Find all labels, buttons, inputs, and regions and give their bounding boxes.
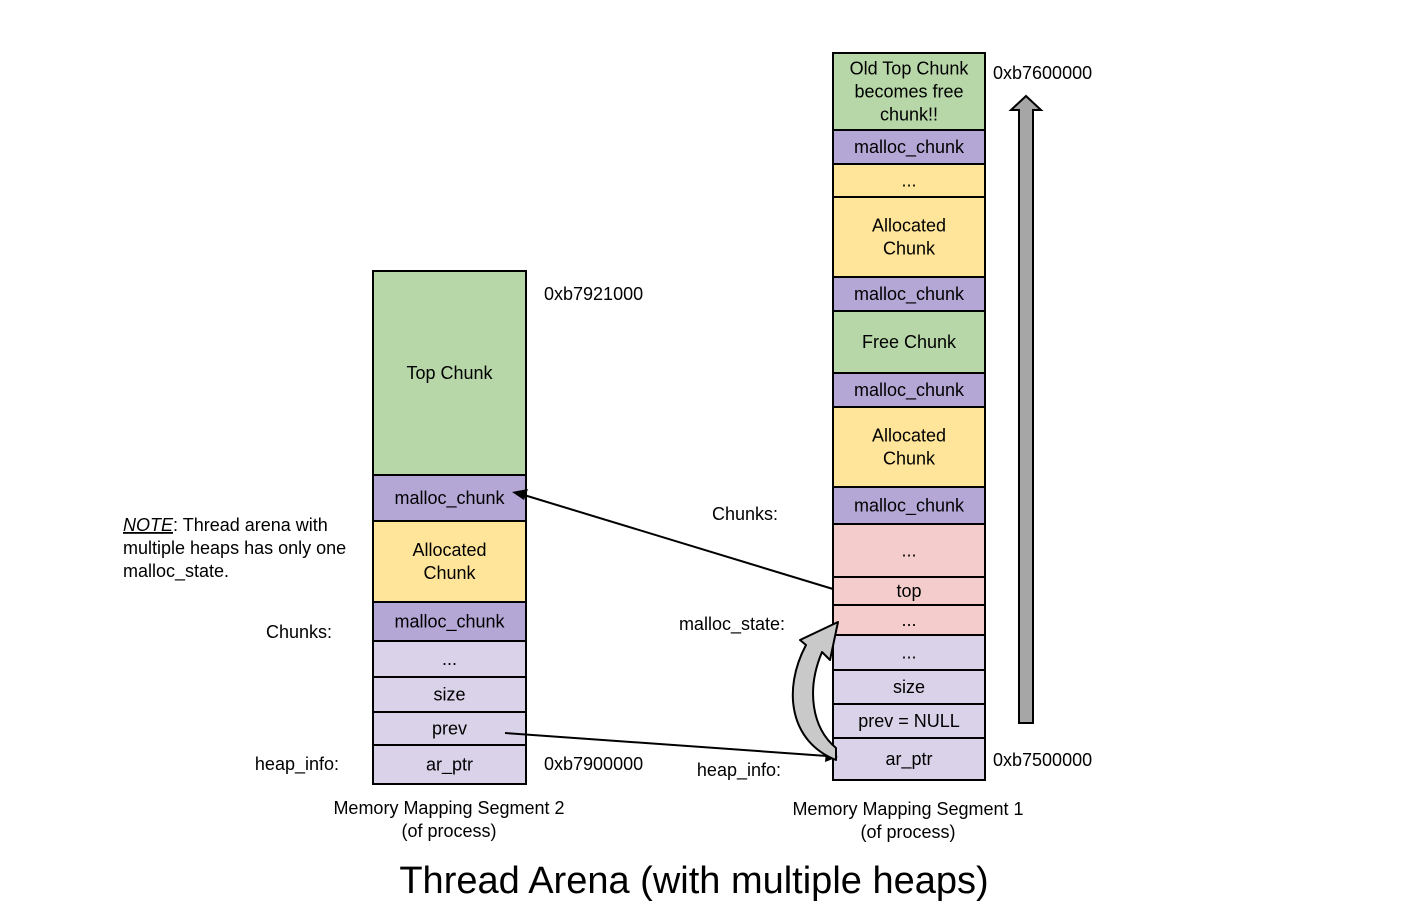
- seg1-cell-dots: [832, 604, 986, 636]
- seg1-cell-allocated-chunk: [832, 406, 986, 488]
- svg-text:NOTE: Thread arena with: NOTE: Thread arena with: [123, 515, 328, 535]
- seg2-cell-ar-ptr: [372, 744, 527, 785]
- seg1-cell-free-chunk: [832, 310, 986, 374]
- cell-label: malloc_chunk: [394, 488, 505, 509]
- cell-label: Chunk: [423, 563, 476, 583]
- note-line-1: : Thread arena with: [173, 515, 328, 535]
- segment-1-top-address: 0xb7600000: [993, 63, 1092, 83]
- segment-2-caption-line-2: (of process): [401, 821, 496, 841]
- cell-label: prev = NULL: [858, 711, 960, 731]
- cell-label: size: [893, 677, 925, 697]
- cell-label: ...: [901, 643, 916, 663]
- cell-label: ar_ptr: [426, 755, 473, 776]
- seg1-cell-malloc-chunk: [832, 486, 986, 525]
- seg2-cell-malloc-chunk: [372, 474, 527, 522]
- cell-label: ...: [442, 649, 457, 669]
- segment-2-heap-info-label: heap_info:: [255, 754, 339, 775]
- seg1-cell-dots: [832, 163, 986, 198]
- ar-ptr-curved-arrow: [791, 621, 839, 761]
- cell-label: becomes free: [854, 82, 963, 102]
- seg1-cell-dots: [832, 634, 986, 671]
- seg2-cell-top-chunk: [372, 270, 527, 476]
- cell-label: malloc_chunk: [854, 496, 965, 517]
- cell-label: ...: [901, 610, 916, 630]
- note-text: NOTE: Thread arena with multiple heaps h…: [123, 515, 346, 582]
- segment-1-malloc-state-label: malloc_state:: [679, 614, 785, 635]
- segment-1-caption-line-1: Memory Mapping Segment 1: [792, 799, 1023, 819]
- cell-label: Allocated: [872, 216, 946, 236]
- top-pointer-arrow: [512, 489, 834, 590]
- cell-label: Chunk: [883, 449, 936, 469]
- note-line-2: multiple heaps has only one: [123, 538, 346, 558]
- segment-1-heap-info-label: heap_info:: [697, 760, 781, 781]
- segment-2-caption-line-1: Memory Mapping Segment 2: [333, 798, 564, 818]
- segment-1-chunks-label: Chunks:: [712, 504, 778, 524]
- cell-label: Free Chunk: [862, 332, 957, 352]
- cell-label: malloc_chunk: [854, 137, 965, 158]
- seg2-cell-allocated-chunk: [372, 520, 527, 603]
- seg1-cell-malloc-chunk: [832, 276, 986, 312]
- cell-label: malloc_chunk: [394, 612, 505, 633]
- seg1-cell-top: [832, 576, 986, 606]
- segment-2-column: Top Chunkmalloc_chunkAllocatedChunkmallo…: [372, 270, 527, 785]
- cell-label: Top Chunk: [406, 363, 493, 383]
- cell-label: malloc_chunk: [854, 380, 965, 401]
- note-line-3: malloc_state.: [123, 561, 229, 582]
- cell-label: ...: [901, 541, 916, 561]
- segment-2-chunks-label: Chunks:: [266, 622, 332, 642]
- cell-label: prev: [432, 719, 467, 739]
- cell-label: top: [896, 581, 921, 601]
- seg2-cell-prev: [372, 711, 527, 746]
- seg1-cell-old-top-chunk-becomes-free-chunk: [832, 52, 986, 131]
- cell-label: size: [433, 685, 465, 705]
- seg1-cell-allocated-chunk: [832, 196, 986, 278]
- seg2-cell-dots: [372, 640, 527, 678]
- seg1-cell-prev-null: [832, 703, 986, 739]
- segment-1-caption-line-2: (of process): [860, 822, 955, 842]
- cell-label: malloc_chunk: [854, 284, 965, 305]
- note-prefix: NOTE: [123, 515, 174, 535]
- cell-label: Allocated: [872, 426, 946, 446]
- seg1-cell-size: [832, 669, 986, 705]
- cell-label: ...: [901, 171, 916, 191]
- cell-label: Old Top Chunk: [850, 59, 970, 79]
- cell-label: ar_ptr: [885, 749, 932, 770]
- diagram-title: Thread Arena (with multiple heaps): [399, 860, 988, 902]
- segment-2-top-address: 0xb7921000: [544, 284, 643, 304]
- segment-2-bottom-address: 0xb7900000: [544, 754, 643, 774]
- segment-1-column: Old Top Chunk becomes free chunk!! malloc_c…: [832, 52, 986, 781]
- cell-label: Chunk: [883, 239, 936, 259]
- growth-direction-arrow: [1008, 94, 1044, 724]
- segment-1-bottom-address: 0xb7500000: [993, 750, 1092, 770]
- cell-label: Allocated: [412, 540, 486, 560]
- cell-label: chunk!!: [880, 105, 938, 125]
